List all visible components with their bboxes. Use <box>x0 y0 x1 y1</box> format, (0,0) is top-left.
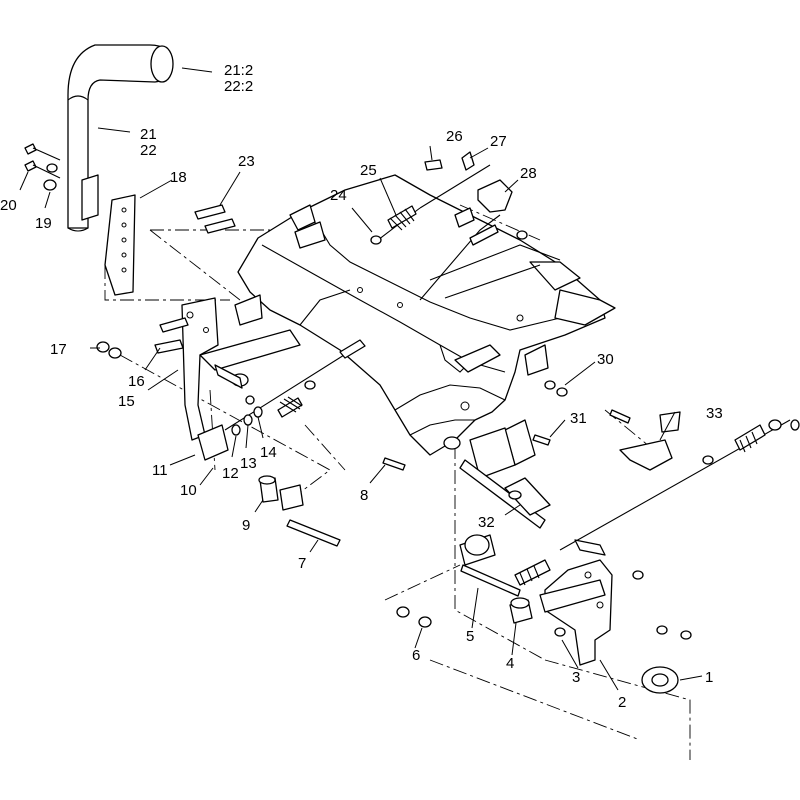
damper-32 <box>459 459 551 529</box>
callout-30: 30 <box>597 351 614 368</box>
callout-9: 9 <box>242 517 250 534</box>
callout-22: 22 <box>140 142 157 159</box>
callout-21-2: 21:2 <box>224 62 253 79</box>
callout-2: 2 <box>618 694 626 711</box>
callout-7: 7 <box>298 555 306 572</box>
top-linkage <box>370 151 528 301</box>
callout-10: 10 <box>180 482 197 499</box>
callout-15: 15 <box>118 393 135 410</box>
callout-3: 3 <box>572 669 580 686</box>
callout-19: 19 <box>35 215 52 232</box>
callout-23: 23 <box>238 153 255 170</box>
callout-13: 13 <box>240 455 257 472</box>
leader-lines <box>19 67 703 691</box>
callouts: 21:2 22:2 21 22 18 20 19 23 24 25 26 27 … <box>0 62 723 711</box>
left-linkage <box>224 339 366 436</box>
callout-8: 8 <box>360 487 368 504</box>
callout-16: 16 <box>128 373 145 390</box>
bolt-7-and-spacer-9 <box>258 475 341 547</box>
callout-28: 28 <box>520 165 537 182</box>
left-pivot-bracket <box>154 297 301 461</box>
callout-20: 20 <box>0 197 17 214</box>
callout-26: 26 <box>446 128 463 145</box>
callout-27: 27 <box>490 133 507 150</box>
callout-1: 1 <box>705 669 713 686</box>
handle-bracket <box>81 174 136 296</box>
callout-5: 5 <box>466 628 474 645</box>
callout-22-2: 22:2 <box>224 78 253 95</box>
callout-14: 14 <box>260 444 277 461</box>
callout-31: 31 <box>570 410 587 427</box>
callout-4: 4 <box>506 655 514 672</box>
callout-12: 12 <box>222 465 239 482</box>
nuts-17 <box>96 341 122 359</box>
lower-right-assembly <box>396 534 692 694</box>
right-linkage <box>559 409 800 551</box>
callout-6: 6 <box>412 647 420 664</box>
callout-18: 18 <box>170 169 187 186</box>
callout-21: 21 <box>140 126 157 143</box>
bolt-8 <box>382 457 406 471</box>
callout-24: 24 <box>330 187 347 204</box>
callout-17: 17 <box>50 341 67 358</box>
callout-25: 25 <box>360 162 377 179</box>
callout-11: 11 <box>152 462 168 479</box>
callout-33: 33 <box>706 405 723 422</box>
control-handle <box>67 44 174 232</box>
main-frame <box>234 174 616 479</box>
callout-32: 32 <box>478 514 495 531</box>
nuts-30-bolt-31 <box>532 380 568 446</box>
bolts-23 <box>194 204 236 234</box>
handle-fasteners <box>24 143 61 191</box>
